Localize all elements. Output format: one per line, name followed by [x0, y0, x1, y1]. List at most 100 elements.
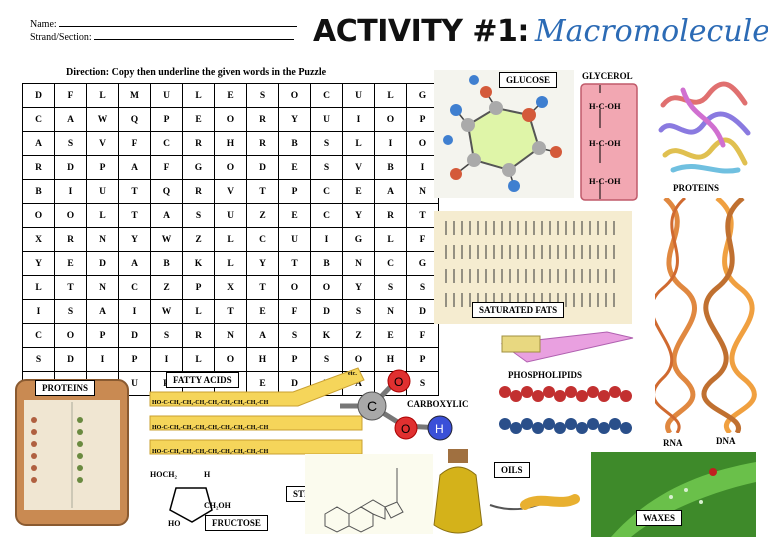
puzzle-cell: R — [182, 131, 215, 156]
fructose-hoch2: HOCH₂ — [150, 470, 177, 479]
svg-text:H: H — [435, 422, 444, 436]
bilayer-head — [532, 422, 544, 434]
puzzle-cell: D — [118, 323, 151, 348]
puzzle-cell: W — [86, 107, 119, 132]
puzzle-cell: E — [246, 299, 279, 324]
puzzle-cell: T — [54, 275, 87, 300]
puzzle-cell: A — [86, 299, 119, 324]
bilayer-head — [587, 418, 599, 430]
puzzle-cell: S — [22, 347, 55, 372]
rna-label: RNA — [663, 438, 683, 448]
puzzle-cell: C — [310, 179, 343, 204]
puzzle-cell: A — [118, 251, 151, 276]
puzzle-cell: X — [22, 227, 55, 252]
puzzle-cell: I — [342, 107, 375, 132]
puzzle-cell: C — [22, 107, 55, 132]
puzzle-cell: N — [342, 251, 375, 276]
puzzle-cell: Z — [182, 227, 215, 252]
bilayer-head — [510, 422, 522, 434]
glycerol-molecule-image — [580, 83, 638, 201]
puzzle-cell: Y — [342, 203, 375, 228]
phospholipids-label: PHOSPHOLIPIDS — [508, 370, 583, 380]
glycerol-row-2: H-C-OH — [589, 138, 621, 148]
puzzle-cell: C — [310, 203, 343, 228]
bilayer-head — [587, 386, 599, 398]
bilayer-head — [565, 418, 577, 430]
puzzle-cell: E — [214, 83, 247, 108]
puzzle-cell: P — [86, 323, 119, 348]
puzzle-cell: U — [310, 107, 343, 132]
bilayer-head — [521, 386, 533, 398]
puzzle-cell: S — [150, 323, 183, 348]
puzzle-cell: T — [118, 203, 151, 228]
puzzle-cell: W — [150, 227, 183, 252]
puzzle-cell: R — [182, 179, 215, 204]
bilayer-head — [609, 418, 621, 430]
name-label: Name: — [30, 19, 57, 30]
bilayer-head — [576, 390, 588, 402]
puzzle-cell: T — [246, 179, 279, 204]
puzzle-cell: P — [278, 347, 311, 372]
puzzle-cell: C — [246, 227, 279, 252]
puzzle-cell: O — [374, 107, 407, 132]
bilayer-head — [609, 386, 621, 398]
puzzle-cell: O — [54, 323, 87, 348]
puzzle-cell: C — [22, 323, 55, 348]
fatty-acids-label: FATTY ACIDS — [166, 372, 239, 388]
glucose-molecule-image — [434, 70, 574, 198]
puzzle-cell: H — [214, 131, 247, 156]
bilayer-head — [521, 418, 533, 430]
carboxylic-group-image: C O O H — [340, 369, 453, 441]
puzzle-cell: E — [182, 107, 215, 132]
fructose-label: FRUCTOSE — [205, 515, 268, 531]
puzzle-cell: S — [342, 299, 375, 324]
puzzle-cell: G — [182, 155, 215, 180]
puzzle-cell: L — [374, 83, 407, 108]
svg-text:O: O — [401, 422, 410, 436]
puzzle-cell: S — [310, 347, 343, 372]
puzzle-cell: D — [310, 299, 343, 324]
puzzle-cell: N — [214, 323, 247, 348]
puzzle-cell: K — [310, 323, 343, 348]
puzzle-cell: N — [406, 179, 439, 204]
puzzle-cell: L — [182, 347, 215, 372]
puzzle-cell: U — [86, 179, 119, 204]
rna-dna-helix-image — [655, 198, 757, 433]
puzzle-cell: V — [342, 155, 375, 180]
puzzle-cell: L — [214, 251, 247, 276]
puzzle-cell: S — [310, 131, 343, 156]
puzzle-cell: S — [310, 155, 343, 180]
puzzle-cell: P — [150, 107, 183, 132]
fatty-chain-3: HO-C-CH₂-CH₂-CH₂-CH₂-CH₂-CH₂-CH₂-CH — [152, 449, 269, 455]
puzzle-cell: Q — [150, 179, 183, 204]
puzzle-cell: O — [342, 347, 375, 372]
svg-text:O: O — [394, 375, 403, 389]
bilayer-head — [620, 422, 632, 434]
bilayer-head — [554, 422, 566, 434]
puzzle-cell: B — [22, 179, 55, 204]
puzzle-cell: Y — [246, 251, 279, 276]
puzzle-cell: H — [246, 347, 279, 372]
fructose-ho: HO — [168, 519, 181, 528]
carboxylic-label: CARBOXYLIC — [407, 399, 469, 409]
puzzle-cell: O — [54, 203, 87, 228]
puzzle-cell: I — [310, 227, 343, 252]
puzzle-cell: C — [310, 83, 343, 108]
puzzle-cell: V — [86, 131, 119, 156]
puzzle-cell: Y — [22, 251, 55, 276]
puzzle-cell: U — [278, 227, 311, 252]
activity-title: ACTIVITY #1: — [313, 14, 529, 49]
fatty-chain-2: HO-C-CH₂-CH₂-CH₂-CH₂-CH₂-CH₂-CH₂-CH — [152, 425, 269, 431]
puzzle-cell: T — [406, 203, 439, 228]
puzzle-cell: B — [310, 251, 343, 276]
puzzle-cell: A — [118, 155, 151, 180]
puzzle-cell: B — [374, 155, 407, 180]
oils-label: OILS — [494, 462, 530, 478]
puzzle-cell: L — [214, 227, 247, 252]
puzzle-cell: S — [54, 299, 87, 324]
